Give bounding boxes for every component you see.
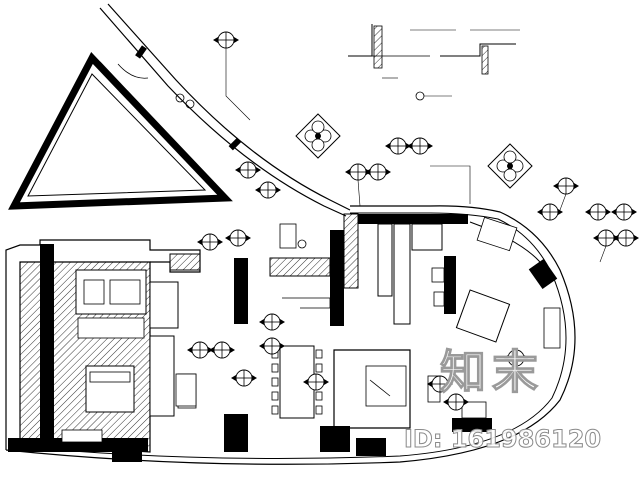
watermark-logo: 知末	[439, 345, 544, 399]
bedroom-hatched-zone	[8, 244, 151, 453]
triangular-terrace	[8, 52, 233, 210]
service-core	[279, 214, 468, 325]
living-dining-area	[169, 213, 359, 452]
curved-exterior-wall-upper	[99, 3, 351, 217]
study-room	[333, 349, 441, 429]
detail-sections	[348, 24, 520, 101]
leader-lines	[225, 48, 607, 263]
watermark-id: ID: 161986120	[404, 425, 602, 454]
curved-guest-suite	[356, 216, 561, 456]
